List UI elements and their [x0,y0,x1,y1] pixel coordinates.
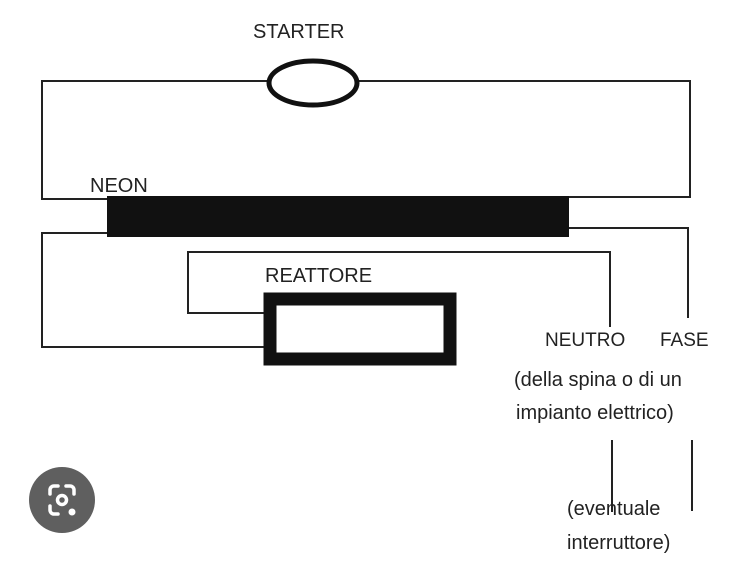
neutral-label: NEUTRO [545,330,625,351]
google-lens-icon [48,484,76,516]
switch-note-line1: (eventuale [567,498,660,520]
starter-wire-right [358,80,691,198]
starter-label: STARTER [253,21,345,43]
starter-symbol [266,58,360,108]
neon-label: NEON [90,175,148,197]
source-note-line2: impianto elettrico) [516,402,674,424]
switch-note-line2: interruttore) [567,532,670,554]
reactor-label: REATTORE [265,265,372,287]
phase-wire [568,227,689,318]
neutral-wire [187,251,611,327]
tube-to-reactor-wire [41,232,264,348]
google-lens-button[interactable] [29,467,95,533]
neon-tube [107,196,569,237]
source-note-line1: (della spina o di un [514,369,682,391]
starter-wire-left [41,80,268,200]
phase-label: FASE [660,330,709,351]
reactor-box [263,292,457,366]
